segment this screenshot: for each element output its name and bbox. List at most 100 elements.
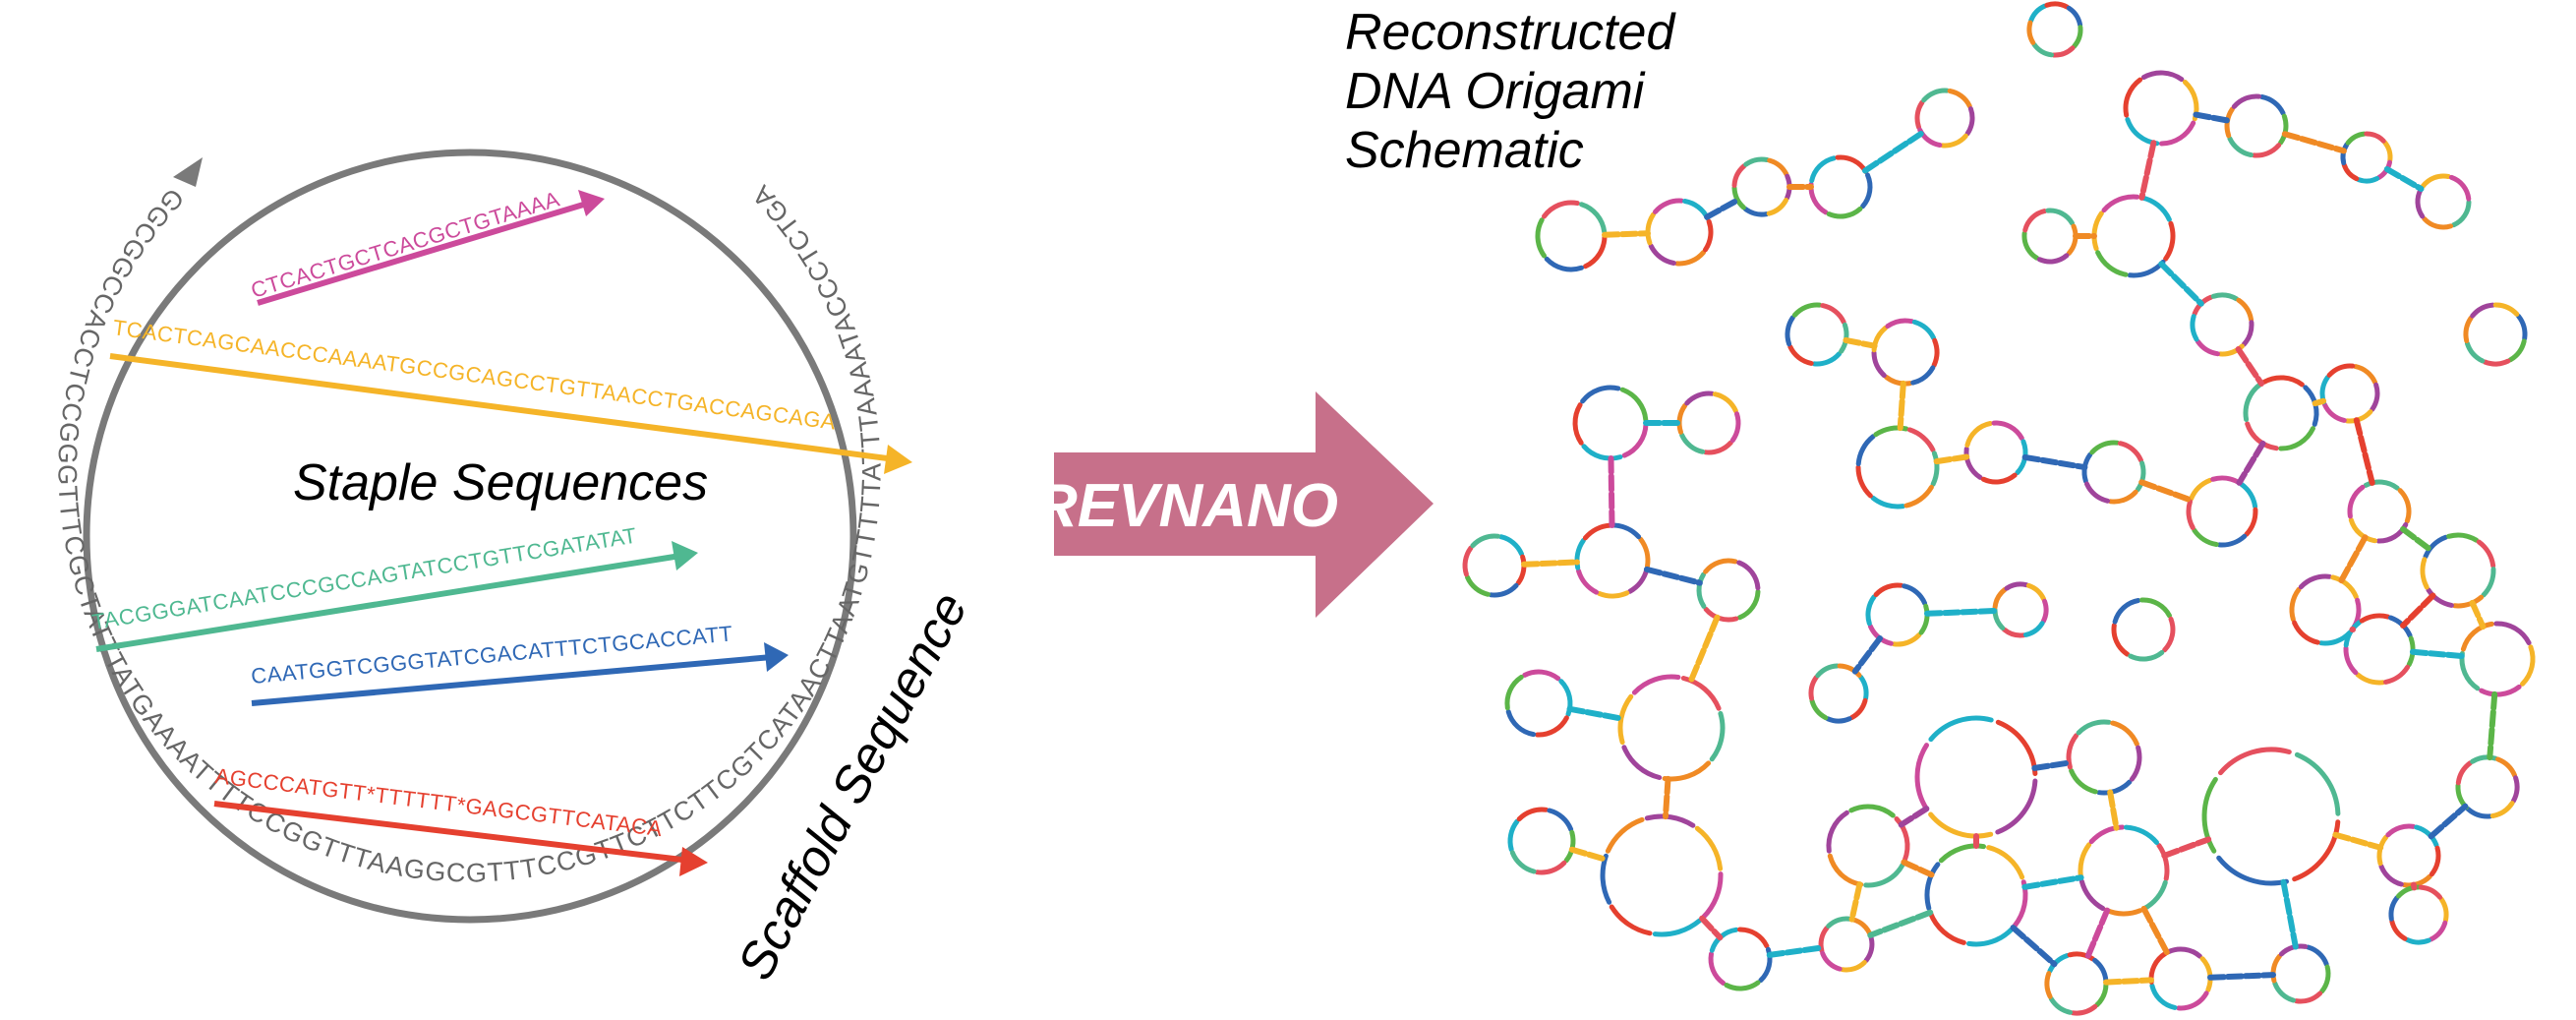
origami-segment xyxy=(2129,745,2142,782)
origami-ring xyxy=(1507,807,1576,875)
staple-arrowhead-4-icon xyxy=(764,642,789,672)
origami-ring xyxy=(2459,621,2536,697)
output-title-line1: Reconstructed xyxy=(1345,4,1676,61)
origami-helix xyxy=(2140,905,2170,956)
origami-schematic xyxy=(1462,1,2536,1016)
origami-helix xyxy=(1851,635,1883,675)
origami-ring xyxy=(1617,674,1726,782)
origami-segment xyxy=(1931,337,1940,368)
origami-helix xyxy=(1766,944,1825,958)
process-label: REVNANO xyxy=(1033,472,1338,540)
origami-segment xyxy=(1600,853,1612,905)
origami-segment xyxy=(2210,292,2240,302)
origami-segment xyxy=(1818,926,1830,954)
origami-segment xyxy=(1574,538,1586,570)
origami-segment xyxy=(2422,216,2454,230)
origami-segment xyxy=(2451,199,2472,228)
origami-segment xyxy=(1865,594,1877,627)
origami-segment xyxy=(2070,1003,2098,1016)
origami-helix xyxy=(2031,759,2073,771)
origami-segment xyxy=(2108,489,2138,505)
origami-segment xyxy=(1918,603,1930,635)
origami-segment xyxy=(1621,421,1649,458)
origami-segment xyxy=(1609,904,1653,936)
origami-helix xyxy=(2353,417,2375,486)
origami-helix xyxy=(2010,925,2058,968)
origami-segment xyxy=(1736,560,1761,591)
origami-segment xyxy=(2414,824,2439,848)
origami-segment xyxy=(1731,163,1747,188)
origami-segment xyxy=(2231,93,2261,109)
origami-helix xyxy=(2021,874,2084,890)
origami-segment xyxy=(1766,198,1788,216)
origami-segment xyxy=(1992,586,2008,610)
staple-label-4: CAATGGTCGGGTATCGACATTTCTGCACCATT xyxy=(250,621,733,689)
origami-segment xyxy=(1679,432,1706,454)
origami-helix xyxy=(1862,130,1925,174)
origami-segment xyxy=(2470,754,2498,764)
origami-helix xyxy=(1568,846,1609,863)
origami-segment xyxy=(2084,481,2111,504)
origami-segment xyxy=(1680,676,1722,711)
origami-segment xyxy=(2363,479,2400,491)
origami-segment xyxy=(1873,582,1904,597)
origami-segment xyxy=(2201,776,2218,854)
origami-helix xyxy=(2193,111,2231,124)
origami-segment xyxy=(2492,302,2520,317)
origami-segment xyxy=(1858,674,1869,701)
origami-segment xyxy=(1696,571,1707,609)
origami-helix xyxy=(2158,261,2204,307)
scaffold-arrowhead-icon xyxy=(173,157,203,187)
origami-helix xyxy=(2487,690,2498,761)
origami-ring xyxy=(2463,302,2528,367)
scaffold-circle xyxy=(83,149,857,924)
origami-helix xyxy=(2207,972,2276,981)
origami-segment xyxy=(1820,950,1843,972)
origami-segment xyxy=(2047,953,2070,974)
origami-segment xyxy=(2128,649,2165,662)
origami-segment xyxy=(2510,775,2520,804)
origami-segment xyxy=(1504,674,1524,711)
origami-segment xyxy=(1465,574,1491,597)
origami-segment xyxy=(2243,382,2263,422)
origami-segment xyxy=(2272,981,2296,1003)
origami-helix xyxy=(2400,526,2433,553)
origami-segment xyxy=(1811,351,1843,367)
staple-arrowhead-5-icon xyxy=(679,847,708,876)
origami-ring xyxy=(1818,916,1875,973)
origami-segment xyxy=(2021,230,2039,261)
staple-label-3: TACGGGATCAATCCCGCCAGTATCCTGTTCGATATAT xyxy=(90,523,639,634)
staple-label-1: CTCACTGCTCACGCTGTAAAA xyxy=(248,186,562,302)
origami-segment xyxy=(2397,488,2412,524)
origami-helix xyxy=(2235,346,2264,387)
origami-segment xyxy=(2044,971,2053,999)
origami-segment xyxy=(1809,155,1837,184)
origami-segment xyxy=(2252,143,2282,158)
origami-segment xyxy=(2355,672,2385,686)
origami-segment xyxy=(1729,411,1741,444)
origami-segment xyxy=(2293,990,2323,1004)
origami-ring xyxy=(2044,951,2109,1016)
origami-segment xyxy=(1910,365,1936,386)
origami-helix xyxy=(1848,881,1863,923)
origami-helix xyxy=(1643,566,1703,586)
origami-helix xyxy=(1901,859,1935,878)
origami-segment xyxy=(2101,194,2140,213)
process-arrow-shape xyxy=(1054,391,1434,618)
staple-arrowhead-3-icon xyxy=(672,541,698,570)
origami-segment xyxy=(2158,120,2196,147)
origami-segment xyxy=(2520,644,2536,687)
origami-segment xyxy=(2110,720,2139,747)
origami-segment xyxy=(2066,733,2079,770)
origami-helix xyxy=(1898,806,1930,828)
origami-segment xyxy=(1462,545,1474,577)
origami-ring xyxy=(1992,581,2049,638)
origami-segment xyxy=(1785,315,1795,347)
origami-helix xyxy=(2103,977,2154,986)
origami-segment xyxy=(2420,557,2430,590)
origami-ring xyxy=(1914,88,1975,149)
origami-ring xyxy=(1808,154,1873,219)
origami-ring xyxy=(1645,198,1714,267)
origami-segment xyxy=(2292,620,2320,645)
